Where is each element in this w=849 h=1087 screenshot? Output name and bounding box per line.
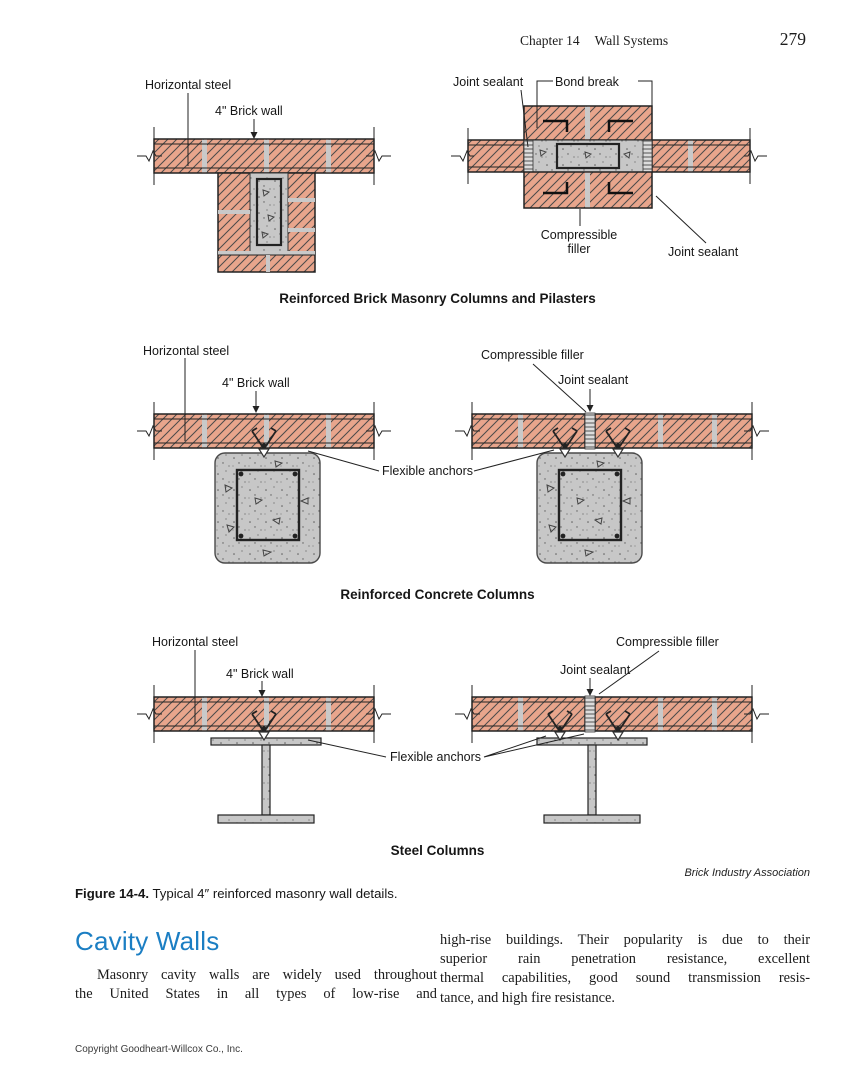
- body-line: the United States in all types of low-ri…: [75, 986, 437, 1003]
- diagram-brick-column: [451, 105, 767, 209]
- body-line: high-rise buildings. Their popularity is…: [440, 932, 810, 948]
- leader-lines: [184, 80, 707, 758]
- figure-caption-label: Figure 14-4.: [75, 886, 150, 901]
- label-compressible-filler-2: Compressible filler: [481, 348, 584, 362]
- caption-concrete-columns: Reinforced Concrete Columns: [340, 587, 535, 602]
- label-horizontal-steel-3: Horizontal steel: [152, 635, 239, 649]
- label-horizontal-steel-1: Horizontal steel: [145, 78, 232, 92]
- label-flexible-anchors-1: Flexible anchors: [382, 464, 474, 478]
- label-compressible-filler-1: Compressible filler: [540, 228, 618, 256]
- label-compressible-filler-3: Compressible filler: [616, 635, 719, 649]
- diagram-concrete-columns: [136, 401, 770, 565]
- figure-caption-text: Typical 4″ reinforced masonry wall detai…: [149, 886, 398, 901]
- label-brick-wall-3: 4" Brick wall: [226, 667, 294, 681]
- chapter-number: Chapter 14: [520, 33, 580, 48]
- figure-credit: Brick Industry Association: [684, 867, 810, 879]
- label-horizontal-steel-2: Horizontal steel: [143, 344, 230, 358]
- figure-caption: Figure 14-4. Typical 4″ reinforced mason…: [75, 886, 795, 901]
- copyright-notice: Copyright Goodheart-Willcox Co., Inc.: [75, 1044, 243, 1055]
- label-joint-sealant-top: Joint sealant: [453, 75, 524, 89]
- body-column-right: high-rise buildings. Their popularity is…: [440, 931, 810, 1008]
- label-brick-wall-1: 4" Brick wall: [215, 104, 283, 118]
- caption-steel-columns: Steel Columns: [390, 843, 485, 858]
- diagram-brick-pilaster: [136, 126, 392, 273]
- page-number: 279: [779, 29, 806, 49]
- label-brick-wall-2: 4" Brick wall: [222, 376, 290, 390]
- label-joint-sealant-bottom: Joint sealant: [668, 245, 739, 259]
- label-joint-sealant-2: Joint sealant: [558, 373, 629, 387]
- label-joint-sealant-3: Joint sealant: [560, 663, 631, 677]
- caption-brick-masonry-columns: Reinforced Brick Masonry Columns and Pil…: [279, 291, 596, 306]
- body-line: Masonry cavity walls are widely used thr…: [97, 967, 437, 983]
- body-line: thermal capabilities, good sound transmi…: [440, 970, 810, 987]
- body-line: superior rain penetration resistance, ex…: [440, 951, 810, 968]
- chapter-title: Wall Systems: [594, 33, 669, 48]
- label-bond-break: Bond break: [555, 75, 619, 89]
- body-line: tance, and high fire resistance.: [440, 989, 616, 1006]
- section-heading: Cavity Walls: [75, 926, 220, 956]
- body-column-left: Masonry cavity walls are widely used thr…: [75, 966, 437, 1004]
- running-head: Chapter 14 Wall Systems 279: [520, 29, 806, 50]
- label-flexible-anchors-2: Flexible anchors: [390, 750, 482, 764]
